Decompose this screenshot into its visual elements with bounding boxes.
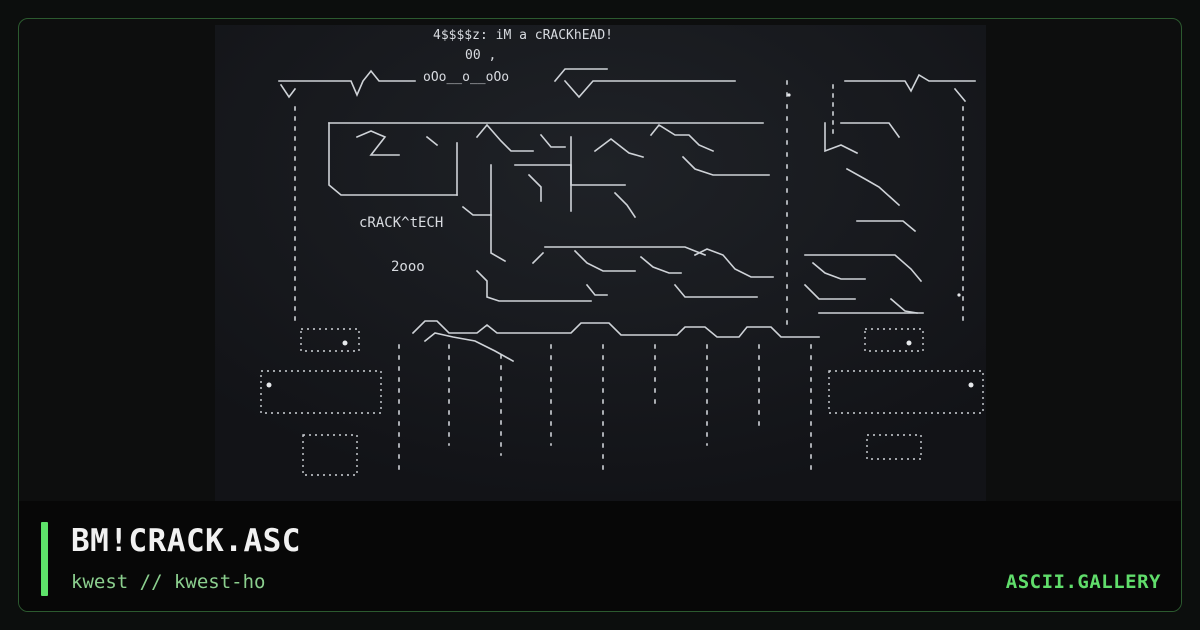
art-header-line-1: 4$$$$z: iM a cRACKhEAD! (433, 28, 613, 43)
artwork-author: kwest // kwest-ho (71, 571, 266, 593)
ascii-line-art (278, 68, 976, 478)
ascii-art-image: 4$$$$z: iM a cRACKhEAD! 00 , oOo__o__oOo… (215, 25, 986, 501)
ascii-dots (266, 93, 974, 388)
ascii-side-ornaments (260, 328, 984, 476)
share-card: 4$$$$z: iM a cRACKhEAD! 00 , oOo__o__oOo… (18, 18, 1182, 612)
info-bar: BM!CRACK.ASC kwest // kwest-ho ASCII.GAL… (19, 501, 1181, 611)
art-header-line-2: 00 , (465, 48, 496, 63)
art-group-label: cRACK^tECH (359, 215, 443, 231)
art-deco-text: oOo__o__oOo (423, 70, 509, 85)
ascii-art-preview: 4$$$$z: iM a cRACKhEAD! 00 , oOo__o__oOo… (215, 25, 986, 501)
accent-bar (41, 522, 48, 596)
site-name: ASCII.GALLERY (1005, 571, 1161, 593)
art-year-label: 2ooo (391, 259, 425, 275)
artwork-title: BM!CRACK.ASC (71, 523, 301, 559)
